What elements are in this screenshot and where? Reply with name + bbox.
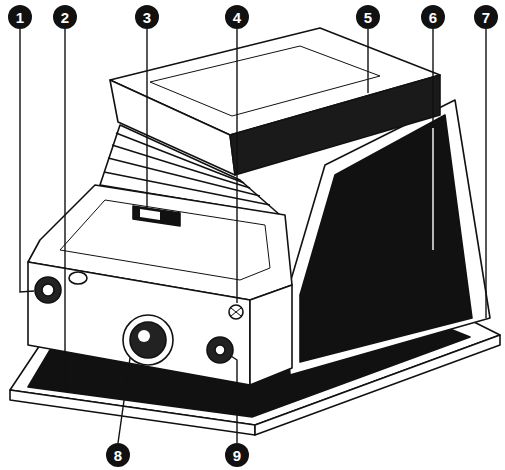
viewfinder-lens-glass [42,284,54,296]
callout-number: 2 [53,5,77,29]
body-top-panel [60,200,270,280]
callout-number: 6 [421,5,445,29]
callout-number: 8 [106,443,130,467]
light-window [133,206,180,226]
leader-lines [20,29,486,443]
leader-line [432,128,433,250]
callout-number: 5 [356,5,380,29]
taking-lens [123,315,173,365]
callout-number: 4 [225,5,249,29]
leader-line [367,29,368,93]
back-panel-leather [300,115,472,362]
body-side [250,285,292,385]
focus-wheel [229,305,243,319]
focus-wheel-tick [231,308,241,316]
light-window-glass [140,209,160,220]
leader-line [146,29,147,208]
leader-line [64,29,65,392]
leader-line [432,29,433,250]
leader-line [118,358,130,443]
lens-board [28,262,250,385]
lens-highlight [138,330,150,342]
leader-line [236,29,237,303]
electric-eye [207,337,233,363]
callout-number: 9 [225,443,249,467]
viewfinder-side [230,75,440,175]
lighten-darken-wheel [69,272,87,284]
callout-number: 7 [474,5,498,29]
viewfinder-front [110,80,235,175]
leader-line [20,29,34,292]
taking-lens-barrel [130,322,166,358]
leader-line [231,356,237,443]
callout-number: 3 [135,5,159,29]
camera-drawing [10,28,500,435]
focus-wheel-tick [231,308,241,316]
callout-number: 1 [8,5,32,29]
viewfinder-lens [35,277,61,303]
leader-line [485,29,486,318]
electric-eye-glass [215,345,225,355]
